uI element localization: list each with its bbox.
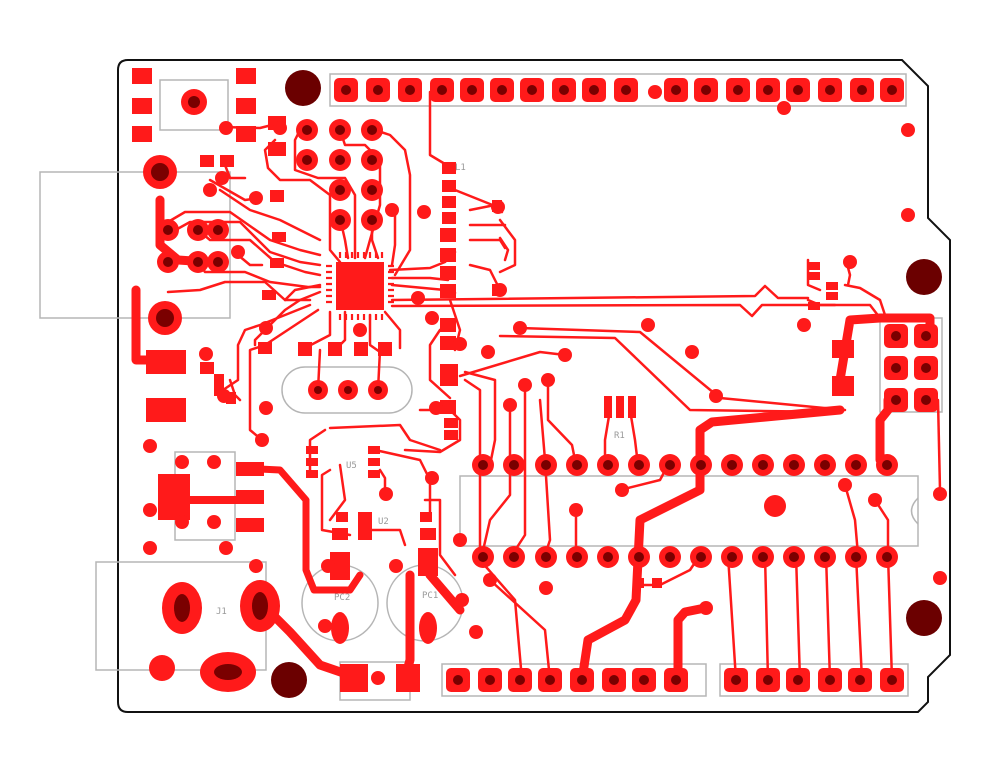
vias [143, 85, 947, 685]
usb-shield-pad [146, 350, 186, 374]
diode-pad [832, 376, 854, 396]
mounting-hole [285, 70, 321, 106]
mounting-holes [271, 70, 942, 698]
label-u5: U5 [346, 461, 357, 471]
mounting-hole [271, 662, 307, 698]
crystal-outline [281, 366, 413, 414]
label-pc1: PC1 [422, 591, 438, 601]
atmega-pins-bottom [472, 546, 898, 568]
regulator-pad [236, 490, 264, 504]
upper-grid-pins [296, 119, 383, 231]
label-j1: J1 [216, 607, 227, 617]
small-smd-pads [200, 116, 838, 588]
cap-pad [418, 548, 438, 576]
atmega-notch [910, 497, 919, 525]
reset-pad [132, 126, 152, 142]
label-l1: L1 [455, 163, 466, 173]
cap-pc1-pad [419, 612, 437, 644]
diode-pad [832, 340, 854, 358]
reset-pad [236, 98, 256, 114]
drill-holes [151, 85, 931, 685]
smd-pads [132, 68, 854, 692]
resistor-pad [616, 396, 624, 418]
regulator-tab-pad [158, 474, 190, 520]
atmega-outline [459, 475, 919, 547]
silkscreen-labels: J1 U2 U5 PC1 PC2 R1 L1 [216, 163, 625, 617]
cap-pc2-pad [331, 612, 349, 644]
reset-pad [236, 68, 256, 84]
usb-shield-pad [146, 398, 186, 422]
mounting-hole [906, 259, 942, 295]
resistor-pad [628, 396, 636, 418]
top-header-pins [334, 78, 904, 102]
reset-button-outline [159, 79, 229, 131]
reset-pad [132, 98, 152, 114]
reset-pad [236, 126, 256, 142]
via-large [764, 495, 786, 517]
copper-traces [131, 90, 942, 685]
fuse-pad [340, 664, 368, 692]
mounting-hole [906, 600, 942, 636]
label-r1: R1 [614, 431, 625, 441]
fuse-pad [396, 664, 420, 692]
regulator-pad [236, 518, 264, 532]
label-u2: U2 [378, 517, 389, 527]
board-outline [117, 59, 951, 713]
header-outlines [329, 73, 943, 697]
qfn-chip-pins [326, 252, 394, 320]
label-pc2: PC2 [334, 593, 350, 603]
reset-pad [132, 68, 152, 84]
cap-pad [330, 552, 350, 580]
qfn-pad [336, 262, 384, 310]
dc-jack-pad [149, 655, 175, 681]
regulator-pad [236, 462, 264, 476]
atmega-pins-top [472, 454, 898, 476]
resistor-pad [604, 396, 612, 418]
